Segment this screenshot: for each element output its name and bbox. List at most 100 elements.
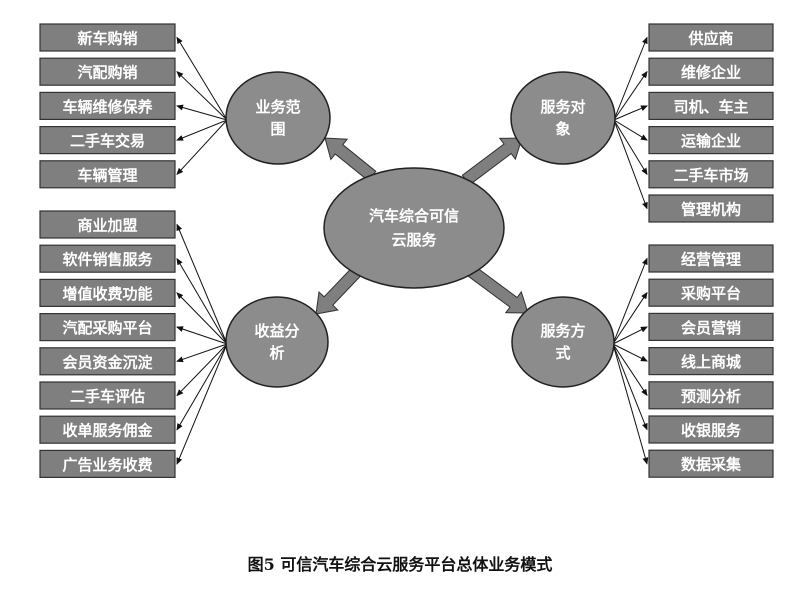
service-mode-item-label: 预测分析 <box>681 387 741 405</box>
service-target-item: 二手车市场 <box>648 160 774 189</box>
service-mode-title-line: 式 <box>555 344 570 362</box>
business-scope-connector <box>176 36 228 121</box>
business-scope-item-box <box>39 125 176 155</box>
business-scope-item: 新车购销 <box>39 23 176 52</box>
revenue-analysis-item-label: 广告业务收费 <box>62 456 152 474</box>
service-target-item: 供应商 <box>648 23 774 52</box>
revenue-analysis-connector <box>176 343 228 431</box>
service-mode-item: 数据采集 <box>648 449 774 478</box>
revenue-analysis-item: 二手车评估 <box>39 381 176 410</box>
service-target-item-label: 维修企业 <box>681 64 741 82</box>
service-mode-item: 经营管理 <box>648 244 774 273</box>
center-title-line: 汽车综合可信 <box>369 207 459 225</box>
revenue-analysis-item-label: 收单服务佣金 <box>62 422 153 440</box>
service-target-item: 司机、车主 <box>648 91 774 121</box>
business-scope-ellipse <box>225 71 331 165</box>
revenue-analysis-item-label: 会员资金沉淀 <box>62 353 153 371</box>
business-scope-item-label: 车辆管理 <box>77 166 137 184</box>
revenue-analysis-item: 收单服务佣金 <box>39 415 176 444</box>
service-mode-item-label: 会员营销 <box>681 319 741 337</box>
service-target-item-label: 司机、车主 <box>673 98 748 116</box>
revenue-analysis-connector <box>176 257 228 345</box>
service-mode-connector <box>612 343 648 362</box>
service-mode-item-box <box>648 312 774 341</box>
service-target-ellipse <box>510 71 616 165</box>
service-mode-item-label: 线上商城 <box>681 353 741 371</box>
business-scope-item-label: 车辆维修保养 <box>62 98 153 116</box>
revenue-analysis-item-box <box>39 313 176 342</box>
business-scope-connector <box>176 71 228 121</box>
service-target-item: 运输企业 <box>648 125 774 155</box>
revenue-analysis-title-line: 析 <box>269 344 284 362</box>
service-target-item-label: 二手车市场 <box>673 166 748 184</box>
business-scope-item-box <box>39 91 176 121</box>
revenue-analysis-item-box <box>39 347 176 376</box>
service-target-title-line: 服务对 <box>540 98 585 116</box>
service-target-connector <box>613 119 648 210</box>
service-mode-item-label: 采购平台 <box>680 285 741 303</box>
service-mode-connector <box>612 326 648 345</box>
arrow-to-revenue-analysis <box>315 265 364 315</box>
business-scope-connector <box>176 104 228 121</box>
service-target-connector <box>613 119 648 176</box>
arrow-to-service-target <box>461 137 523 186</box>
service-mode-item-label: 数据采集 <box>681 456 742 474</box>
business-scope-connector <box>176 119 228 141</box>
center-title-line: 云服务 <box>391 231 437 249</box>
service-mode-item-box <box>648 415 774 444</box>
service-mode-item: 采购平台 <box>648 278 774 307</box>
service-target-item-box <box>648 125 774 155</box>
revenue-analysis-item-label: 软件销售服务 <box>62 251 153 269</box>
revenue-analysis-item: 商业加盟 <box>39 210 176 239</box>
service-target-item: 维修企业 <box>648 57 774 86</box>
business-scope-item: 车辆维修保养 <box>39 91 176 121</box>
service-target-item-label: 供应商 <box>687 30 733 48</box>
service-mode-item-box <box>648 244 774 273</box>
business-scope-item-label: 汽配购销 <box>77 64 137 82</box>
revenue-analysis-connector <box>176 343 228 363</box>
service-target-item-label: 运输企业 <box>681 132 741 150</box>
revenue-analysis-connector <box>176 343 228 397</box>
service-target-connector <box>613 70 648 121</box>
arrow-to-business-scope <box>324 137 377 182</box>
revenue-analysis-item-box <box>39 210 176 239</box>
business-scope-item-label: 二手车交易 <box>70 132 145 150</box>
service-mode-connector <box>612 257 648 345</box>
service-target-connector <box>613 119 648 141</box>
revenue-analysis-item: 汽配采购平台 <box>39 313 176 342</box>
business-scope-connector <box>176 119 228 176</box>
business-scope-title-line: 业务范 <box>255 98 300 116</box>
figure-caption: 图5 可信汽车综合云服务平台总体业务模式 <box>247 555 553 574</box>
service-target-item-box <box>648 194 774 223</box>
business-scope-item-box <box>39 23 176 52</box>
revenue-analysis-item: 广告业务收费 <box>39 449 176 478</box>
revenue-analysis-item-label: 二手车评估 <box>70 388 145 406</box>
service-target-item-box <box>648 91 774 121</box>
revenue-analysis-ellipse <box>225 296 329 388</box>
revenue-analysis-item-label: 增值收费功能 <box>62 285 152 303</box>
service-mode-item: 会员营销 <box>648 312 774 341</box>
service-mode-item-label: 经营管理 <box>681 251 741 269</box>
revenue-analysis-item: 会员资金沉淀 <box>39 347 176 376</box>
service-mode-connector <box>612 343 648 397</box>
service-mode-item: 线上商城 <box>648 347 774 376</box>
service-mode-item-box <box>648 449 774 478</box>
service-mode-item-box <box>648 381 774 410</box>
arrow-to-service-mode <box>465 264 529 314</box>
revenue-analysis-item-label: 商业加盟 <box>77 217 137 235</box>
revenue-analysis-item-box <box>39 244 176 273</box>
business-scope-item-label: 新车购销 <box>77 30 137 48</box>
service-mode-item-box <box>648 347 774 376</box>
service-target-item-label: 管理机构 <box>681 201 741 219</box>
service-mode-connector <box>612 291 648 345</box>
revenue-analysis-item-box <box>39 415 176 444</box>
revenue-analysis-item: 软件销售服务 <box>39 244 176 273</box>
revenue-analysis-item-box <box>39 278 176 307</box>
service-mode-connector <box>612 343 649 465</box>
service-target-connector <box>613 36 648 121</box>
